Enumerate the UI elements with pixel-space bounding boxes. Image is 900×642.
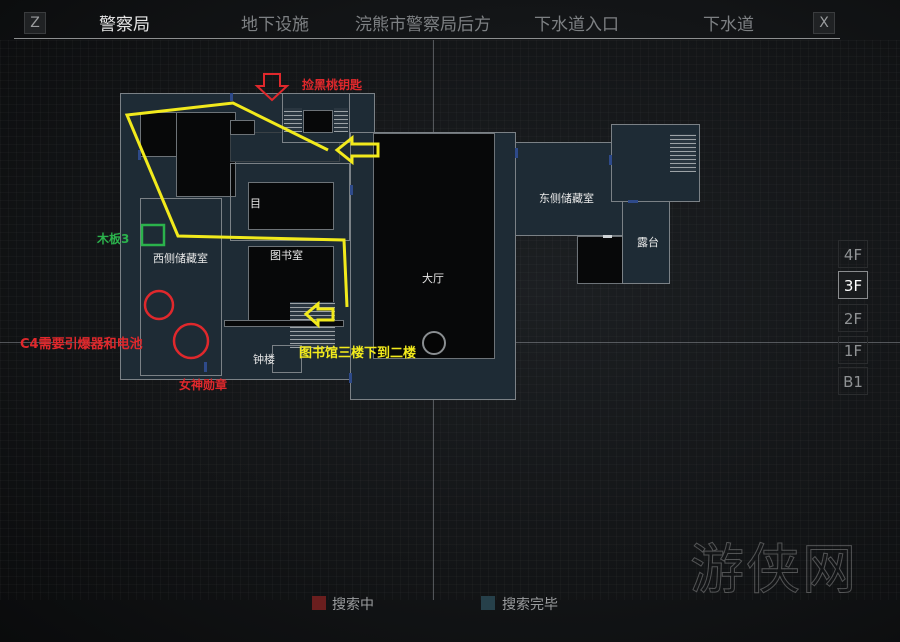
terrace-room [622,201,670,284]
prev-area-key[interactable]: Z [24,12,46,34]
room-label-east-storage: 东侧储藏室 [539,192,594,205]
route-line [124,101,349,308]
item-marker-circle [143,289,175,321]
room-label-library: 图书室 [270,249,303,262]
room-label-main-hall: 大厅 [422,272,444,285]
floor-2f-button[interactable]: 2F [838,304,868,332]
annotation-library-down: 图书馆三楼下到二楼 [299,346,417,361]
tab-sewer[interactable]: 下水道 [703,15,754,35]
door [628,200,638,203]
tab-police-station[interactable]: 警察局 [99,15,150,35]
annotation-c4: C4需要引爆器和电池 [20,337,143,352]
shutter-marker [603,235,612,238]
legend-label-searched: 搜索完毕 [502,597,558,613]
tab-underground-facility[interactable]: 地下设施 [241,15,309,35]
upper-library-void [248,182,334,230]
legend-label-searching: 搜索中 [332,597,374,613]
stairs-library [290,302,335,320]
floor-3f-button[interactable]: 3F [838,271,868,299]
room-label-terrace: 露台 [637,236,659,249]
stairs-north-right [334,108,348,132]
west-storage-room [140,198,222,376]
stairs-clock-tower [290,326,335,348]
annotation-pick-key: 捡黑桃钥匙 [302,78,363,92]
wood-board-marker [140,223,166,247]
down-arrow-icon [254,73,290,102]
door [350,185,353,195]
main-hall-void [373,133,495,359]
legend-swatch-searched [481,596,495,610]
door [349,373,352,383]
door [230,93,233,101]
floor-b1-button[interactable]: B1 [838,367,868,395]
ladder-icon: 目 [250,197,261,210]
south-divider [224,320,344,327]
inner-library-wall [230,163,350,241]
tab-sewer-entrance[interactable]: 下水道入口 [534,15,619,35]
door [138,150,141,160]
tab-underline [14,38,840,39]
north-small-void [230,120,255,135]
floor-1f-button[interactable]: 1F [838,336,868,364]
west-void-mid [176,112,236,197]
clock-tower-box [272,345,302,373]
annotation-goddess-medal: 女神勋章 [179,378,228,392]
stairs-north-left [284,108,302,132]
door [204,362,207,372]
room-label-clock-tower: 钟楼 [253,353,275,366]
door [515,148,518,158]
stairs-east [670,134,696,172]
stair-well [303,110,333,133]
tab-rpd-back[interactable]: 浣熊市警察局后方 [355,15,491,35]
next-area-key[interactable]: X [813,12,835,34]
watermark-logo: 游侠网 [690,538,858,602]
room-label-west-storage: 西侧储藏室 [153,252,208,265]
player-position-marker [422,331,446,355]
left-arrow-icon [303,300,335,329]
door [609,155,612,165]
floor-4f-button[interactable]: 4F [838,240,868,268]
east-storage-room [515,142,623,236]
left-arrow-icon [334,134,380,166]
area-tab-bar: Z 警察局 地下设施 浣熊市警察局后方 下水道入口 下水道 X [0,0,900,40]
item-marker-circle [172,322,210,360]
annotation-wood-board: 木板3 [97,232,130,246]
legend-swatch-searching [312,596,326,610]
